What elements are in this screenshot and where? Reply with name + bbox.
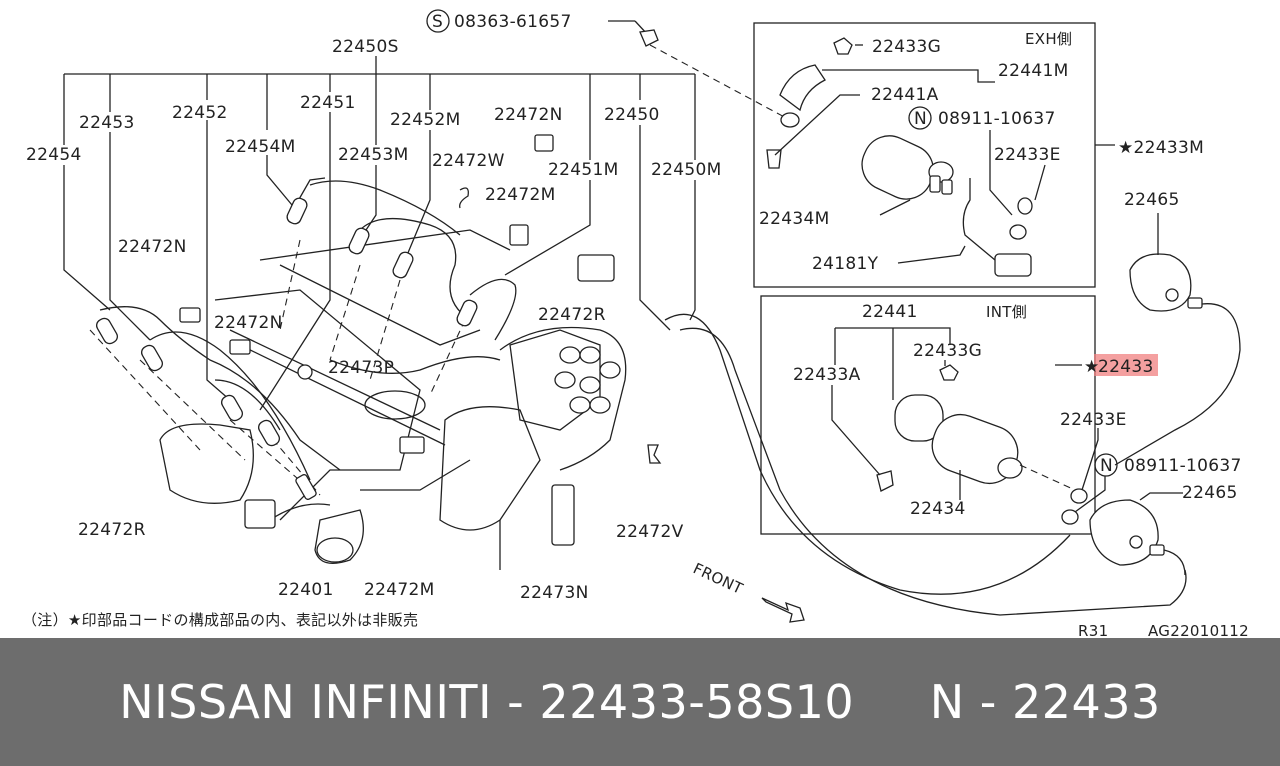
label-nut-n-right: N [1100, 456, 1113, 476]
n-symbol-circle-right [1094, 453, 1118, 477]
label-22473P: 22473P [328, 358, 394, 378]
label-22433G-exh: 22433G [872, 37, 941, 57]
bolt-icon [639, 29, 659, 47]
title-banner: NISSAN INFINITI - 22433-58S10 N - 22433 [0, 638, 1280, 766]
label-22401: 22401 [278, 580, 334, 600]
label-22450S: 22450S [332, 37, 399, 57]
label-22453M: 22453M [338, 145, 409, 165]
label-22434: 22434 [910, 499, 966, 519]
label-22472N-top: 22472N [494, 105, 563, 125]
label-22472W: 22472W [432, 151, 505, 171]
label-08911-10637-right: 08911-10637 [1124, 456, 1242, 476]
label-nut-n-exh: N [914, 109, 927, 129]
label-22433M: ★22433M [1118, 138, 1204, 158]
label-22441M: 22441M [998, 61, 1069, 81]
crank-sensors [1061, 213, 1241, 576]
label-22441A: 22441A [871, 85, 939, 105]
label-08911-10637-exh: 08911-10637 [938, 109, 1056, 129]
label-22472R-top: 22472R [538, 305, 606, 325]
label-22473N: 22473N [520, 583, 589, 603]
label-int-box-title: INT側 [986, 303, 1027, 321]
label-ref-r31: R31 [1078, 622, 1108, 638]
label-22472R-bot: 22472R [78, 520, 146, 540]
label-22433-star: ★ [1084, 357, 1100, 377]
label-22465-top: 22465 [1124, 190, 1180, 210]
front-arrow [761, 597, 805, 623]
part-title: NISSAN INFINITI - 22433-58S10 N - 22433 [119, 675, 1161, 729]
label-exh-box-title: EXH側 [1025, 30, 1072, 48]
label-24181Y: 24181Y [812, 254, 879, 274]
label-22472M-top: 22472M [485, 185, 556, 205]
highlight-22433 [1094, 354, 1158, 376]
label-22441: 22441 [862, 302, 918, 322]
leader-frame [63, 56, 696, 496]
engine-illustration [95, 44, 1187, 616]
label-22433G-int: 22433G [913, 341, 982, 361]
exh-coil-box [753, 22, 1115, 288]
label-22472N-mid: 22472N [214, 313, 283, 333]
label-22451M: 22451M [548, 160, 619, 180]
parts-diagram: S 08363-61657 22450S 22453 22452 22451 2… [22, 9, 1249, 638]
label-22454: 22454 [26, 145, 82, 165]
label-note: （注）★印部品コードの構成部品の内、表記以外は非販売 [22, 611, 418, 629]
label-22472M-bot: 22472M [364, 580, 435, 600]
label-22433: 22433 [1098, 357, 1154, 377]
label-08363-61657: 08363-61657 [454, 12, 572, 32]
label-22472N-left: 22472N [118, 237, 187, 257]
label-22433E-right: 22433E [1060, 410, 1127, 430]
n-symbol-circle-exh [908, 106, 932, 130]
label-22451: 22451 [300, 93, 356, 113]
label-22453: 22453 [79, 113, 135, 133]
label-ref-code: AG22010112 [1148, 622, 1249, 638]
label-22433E-exh: 22433E [994, 145, 1061, 165]
label-22454M: 22454M [225, 137, 296, 157]
label-22452: 22452 [172, 103, 228, 123]
label-22450: 22450 [604, 105, 660, 125]
label-22472V: 22472V [616, 522, 684, 542]
label-bolt-s: S [432, 12, 443, 32]
label-front: FRONT [690, 559, 746, 598]
label-22434M: 22434M [759, 209, 830, 229]
label-22452M: 22452M [390, 110, 461, 130]
diagram-canvas: S 08363-61657 22450S 22453 22452 22451 2… [22, 9, 1249, 638]
label-22433A: 22433A [793, 365, 861, 385]
s-symbol-circle [426, 9, 450, 33]
label-22465-bot: 22465 [1182, 483, 1238, 503]
label-22450M: 22450M [651, 160, 722, 180]
int-coil-box [760, 295, 1096, 535]
